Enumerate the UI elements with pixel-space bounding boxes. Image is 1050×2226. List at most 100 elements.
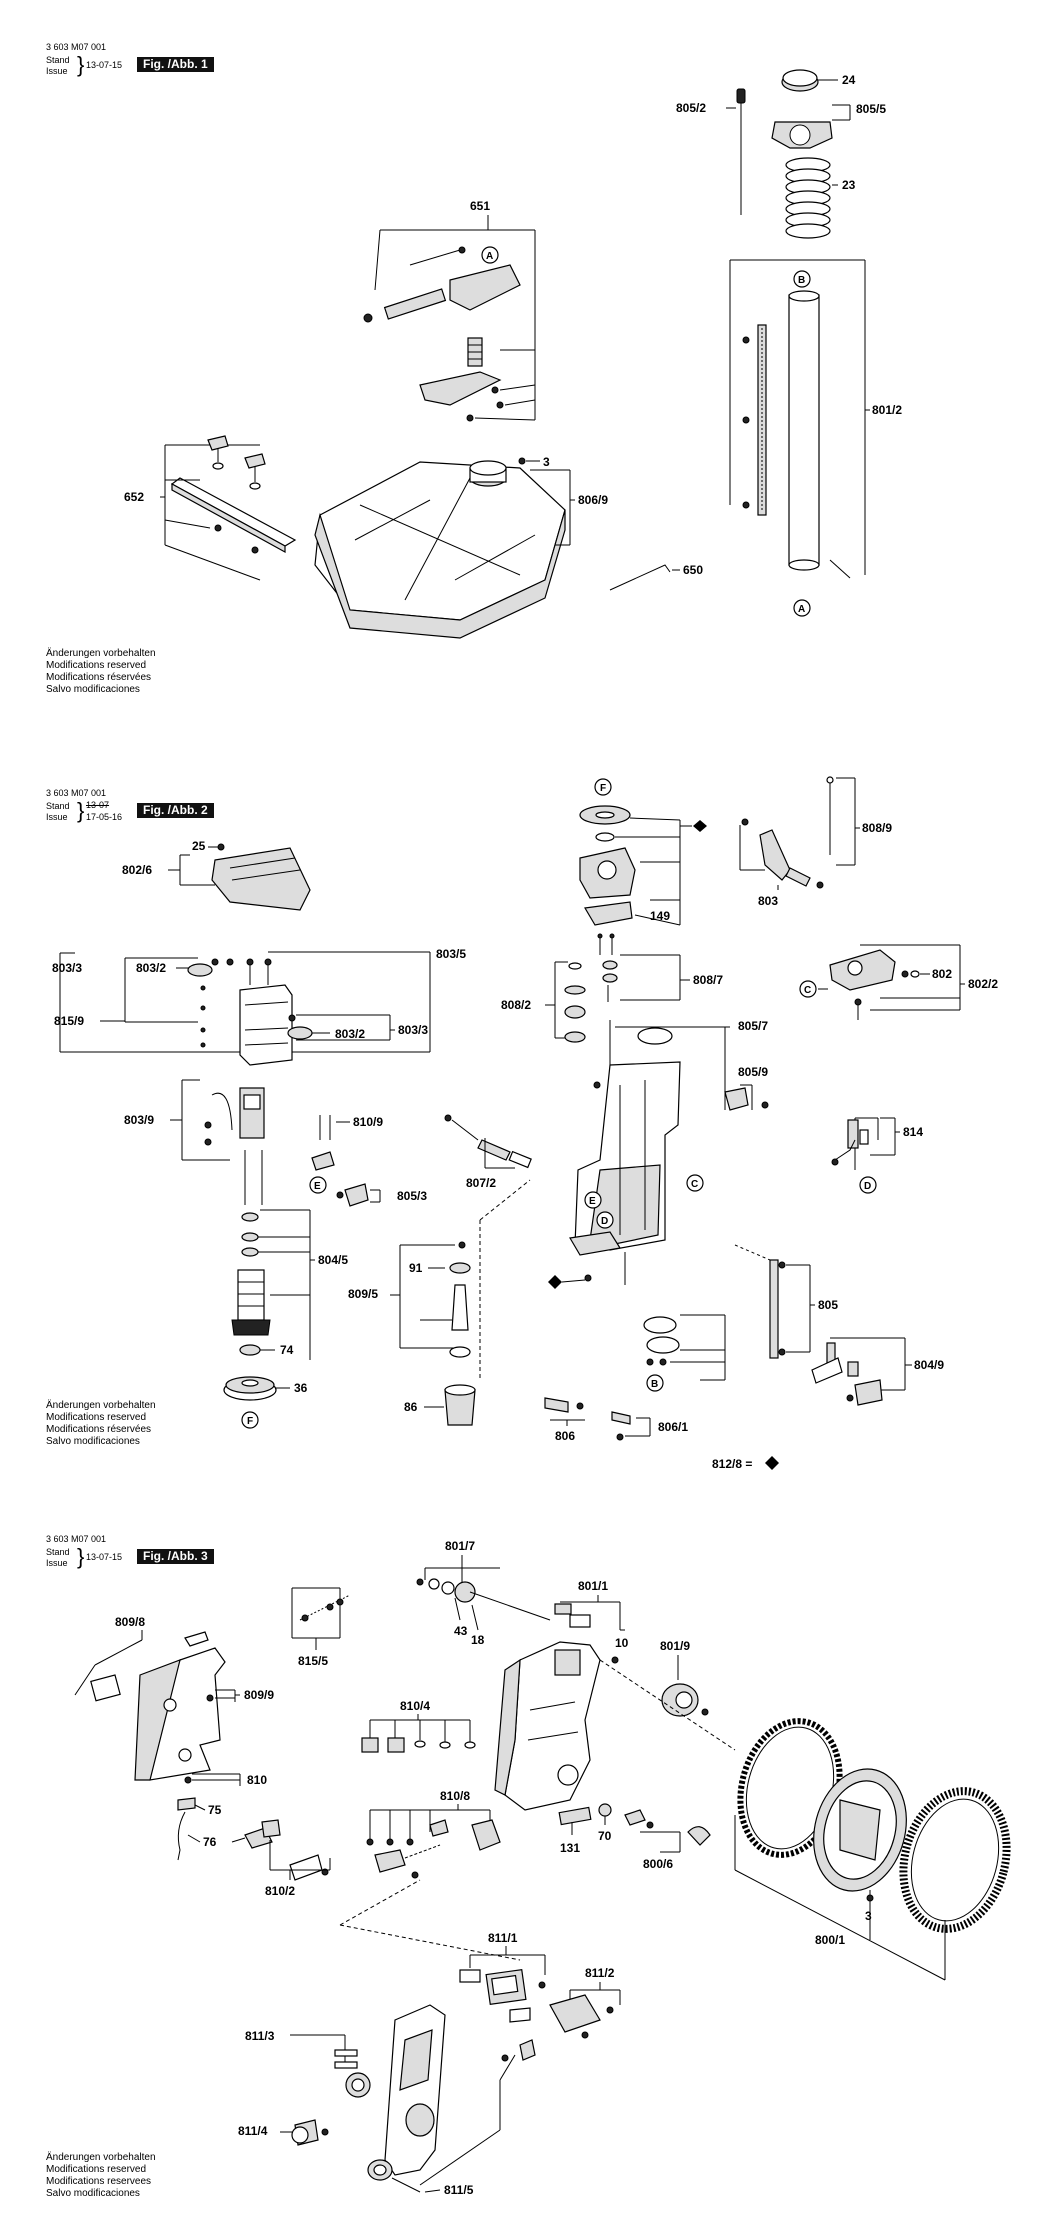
label-805-7: 805/7 [738, 1019, 768, 1033]
label-24: 24 [842, 73, 856, 87]
note-en: Modifications reserved [46, 660, 147, 671]
issue-date-old: 13-07 [86, 800, 110, 810]
label-802-6: 802/6 [122, 863, 152, 877]
issue-label: Issue [46, 1558, 68, 1568]
exploded-view-2: 25 802/6 803/3 803/2 803/5 [52, 776, 998, 1471]
circle-f-top: F [600, 783, 606, 794]
front-panel [384, 2004, 446, 2176]
circle-a-top: A [486, 251, 493, 262]
label-25: 25 [192, 839, 206, 853]
exploded-view-3: 809/8 809/9 810 75 76 [74, 1539, 1011, 2197]
label-10: 10 [615, 1636, 629, 1650]
circle-c-right: C [804, 985, 811, 996]
label-808-9: 808/9 [862, 821, 892, 835]
note-fr: Modifications réservées [46, 672, 152, 683]
gear-housing [574, 1061, 681, 1251]
label-803-2-top: 803/2 [136, 961, 166, 975]
sheet-2: 3 603 M07 001 Stand Issue } 13-07 17-05-… [0, 740, 1050, 1480]
label-811-3: 811/3 [245, 2029, 275, 2043]
note-de: Änderungen vorbehalten [46, 1400, 156, 1411]
label-18: 18 [471, 1633, 485, 1647]
label-809-8: 809/8 [115, 1615, 145, 1629]
circle-c-center: C [691, 1179, 698, 1190]
label-803-3-right: 803/3 [398, 1023, 428, 1037]
circle-d-center: D [601, 1216, 608, 1227]
label-804-5: 804/5 [318, 1253, 348, 1267]
issue-label: Issue [46, 66, 68, 76]
brace: } [77, 798, 85, 823]
label-805-5: 805/5 [856, 102, 886, 116]
label-3: 3 [543, 455, 550, 469]
label-23: 23 [842, 178, 856, 192]
circle-f-bottom: F [247, 1416, 253, 1427]
label-806-9: 806/9 [578, 493, 608, 507]
issue-date: 17-05-16 [86, 812, 123, 822]
label-811-4: 811/4 [238, 2124, 268, 2138]
stand-label: Stand [46, 801, 70, 811]
figure-badge: Fig. /Abb. 3 [137, 1549, 214, 1564]
label-76: 76 [203, 1835, 217, 1849]
spring-23 [785, 157, 831, 239]
note-es: Salvo modificaciones [46, 1436, 140, 1447]
label-802-2: 802/2 [968, 977, 998, 991]
notes-sheet-1: Änderungen vorbehalten Modifications res… [46, 648, 156, 696]
label-815-9: 815/9 [54, 1014, 84, 1028]
label-801-1: 801/1 [578, 1579, 608, 1593]
center-housing [494, 1641, 601, 1811]
label-801-7: 801/7 [445, 1539, 475, 1553]
note-fr: Modifications reservees [46, 2176, 152, 2187]
label-131: 131 [560, 1841, 580, 1855]
label-800-1: 800/1 [815, 1933, 845, 1947]
label-806-1: 806/1 [658, 1420, 688, 1434]
label-800-6: 800/6 [643, 1857, 673, 1871]
label-810: 810 [247, 1773, 267, 1787]
note-en: Modifications reserved [46, 2164, 147, 2175]
label-3: 3 [865, 1909, 872, 1923]
brace: } [77, 52, 85, 77]
notes-sheet-2: Änderungen vorbehalten Modifications res… [46, 1400, 156, 1448]
label-803-9: 803/9 [124, 1113, 154, 1127]
fan-36 [223, 1376, 277, 1401]
note-de: Änderungen vorbehalten [46, 648, 156, 659]
label-814: 814 [903, 1125, 923, 1139]
label-805: 805 [818, 1298, 838, 1312]
label-808-2: 808/2 [501, 998, 531, 1012]
circle-d-right: D [864, 1181, 871, 1192]
label-804-9: 804/9 [914, 1358, 944, 1372]
front-cover [813, 1768, 907, 1892]
figure-badge: Fig. /Abb. 2 [137, 803, 214, 818]
issue-label: Issue [46, 812, 68, 822]
label-810-9: 810/9 [353, 1115, 383, 1129]
label-808-7: 808/7 [693, 973, 723, 987]
label-803-2-bottom: 803/2 [335, 1027, 365, 1041]
label-807-2: 807/2 [466, 1176, 496, 1190]
note-de: Änderungen vorbehalten [46, 2152, 156, 2163]
stand-label: Stand [46, 55, 70, 65]
label-809-9: 809/9 [244, 1688, 274, 1702]
circle-a-bottom: A [798, 604, 805, 615]
exploded-view-1: 24 805/2 805/5 23 B [124, 69, 902, 639]
circle-b: B [798, 275, 805, 286]
figure-badge: Fig. /Abb. 1 [137, 57, 214, 72]
label-75: 75 [208, 1803, 222, 1817]
label-805-9: 805/9 [738, 1065, 768, 1079]
note-es: Salvo modificaciones [46, 2188, 140, 2199]
motor-housing [239, 984, 293, 1066]
label-811-2: 811/2 [585, 1966, 615, 1980]
label-36: 36 [294, 1381, 308, 1395]
label-805-3: 805/3 [397, 1189, 427, 1203]
note-en: Modifications reserved [46, 1412, 147, 1423]
label-815-5: 815/5 [298, 1654, 328, 1668]
label-802: 802 [932, 967, 952, 981]
label-70: 70 [598, 1829, 612, 1843]
circle-b: B [651, 1379, 658, 1390]
note-es: Salvo modificaciones [46, 684, 140, 695]
label-803: 803 [758, 894, 778, 908]
label-803-5: 803/5 [436, 947, 466, 961]
notes-sheet-3: Änderungen vorbehalten Modifications res… [46, 2152, 156, 2200]
circle-e-left: E [314, 1181, 321, 1192]
label-805-2: 805/2 [676, 101, 706, 115]
drawing-code: 3 603 M07 001 [46, 788, 107, 798]
label-811-1: 811/1 [488, 1931, 518, 1945]
label-86: 86 [404, 1400, 418, 1414]
